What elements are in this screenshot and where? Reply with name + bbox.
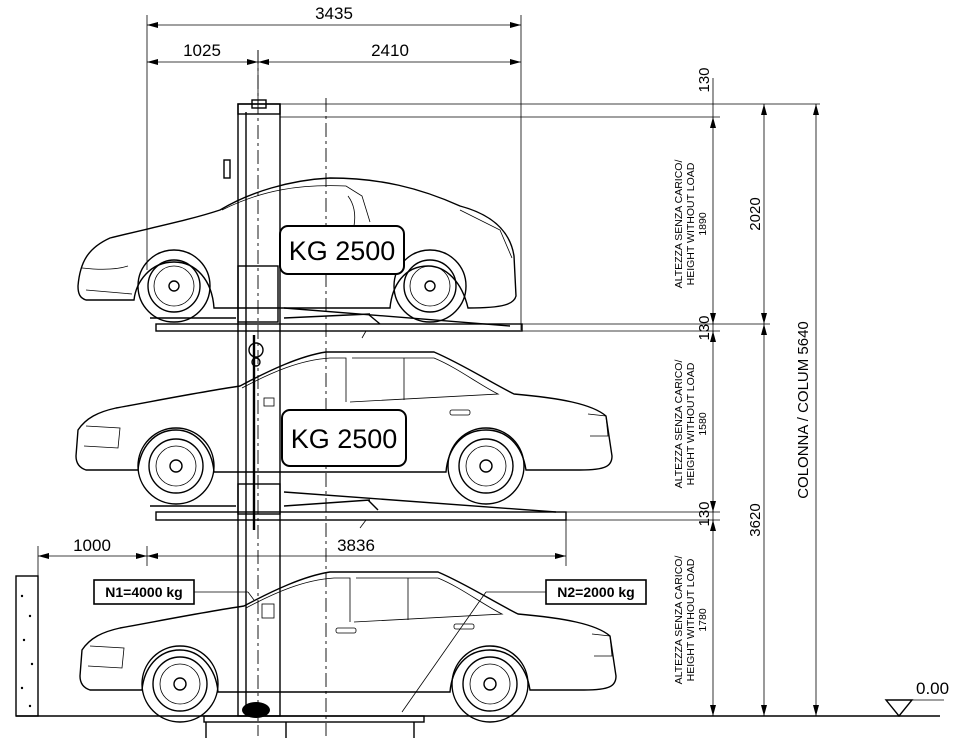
ground-level-label: 0.00 <box>916 679 949 698</box>
middle-car <box>75 351 613 505</box>
wall <box>15 546 39 717</box>
reference-lines <box>280 103 820 521</box>
dim-overall-width: 3435 <box>315 4 353 23</box>
upper-platform <box>150 265 523 339</box>
upper-capacity-label: KG 2500 <box>289 236 396 266</box>
lower-dimensions: 1000 3836 <box>38 520 567 566</box>
dim-platform-length: 3836 <box>337 536 375 555</box>
dim-upper-level-height: 2020 <box>747 197 764 230</box>
dim-right-span: 2410 <box>371 41 409 60</box>
column-height-dim: COLONNA / COLUM 5640 <box>795 104 819 716</box>
level-3-value: 1780 <box>697 608 709 632</box>
level-2-value: 1580 <box>697 412 709 436</box>
level-1-label-it: ALTEZZA SENZA CARICO/ <box>673 160 685 289</box>
section-dims: 2020 3620 <box>747 104 767 716</box>
dim-left-offset: 1025 <box>183 41 221 60</box>
middle-capacity-box <box>281 409 407 467</box>
dim-wall-distance: 1000 <box>73 536 111 555</box>
dim-middle-gap: 130 <box>696 501 713 526</box>
dim-top-gap: 130 <box>696 67 713 92</box>
top-dimensions: 3435 1025 2410 <box>146 4 522 330</box>
dim-column-height: COLONNA / COLUM 5640 <box>795 321 812 499</box>
level-1-label-en: HEIGHT WITHOUT LOAD <box>685 162 697 285</box>
ground-level-marker: 0.00 <box>884 679 949 718</box>
level-1-height: ALTEZZA SENZA CARICO/ HEIGHT WITHOUT LOA… <box>673 160 709 289</box>
load-n2-label: N2=2000 kg <box>557 584 634 600</box>
lift-column <box>203 50 425 738</box>
dim-upper-gap: 130 <box>696 315 713 340</box>
level-2-height: ALTEZZA SENZA CARICO/ HEIGHT WITHOUT LOA… <box>673 360 709 489</box>
upper-capacity-box <box>279 225 405 275</box>
level-1-value: 1890 <box>697 212 709 236</box>
gap-dimensions: 130 130 130 <box>696 67 714 528</box>
level-3-label-it: ALTEZZA SENZA CARICO/ <box>673 556 685 685</box>
middle-capacity-label: KG 2500 <box>291 424 398 454</box>
load-n1: N1=4000 kg <box>93 579 255 605</box>
level-3-label-en: HEIGHT WITHOUT LOAD <box>685 558 697 681</box>
level-2-label-en: HEIGHT WITHOUT LOAD <box>685 362 697 485</box>
load-n2: N2=2000 kg <box>401 579 647 713</box>
middle-platform <box>150 483 567 529</box>
level-2-label-it: ALTEZZA SENZA CARICO/ <box>673 360 685 489</box>
lower-car <box>79 571 617 723</box>
level-height-dims <box>710 117 716 716</box>
level-3-height: ALTEZZA SENZA CARICO/ HEIGHT WITHOUT LOA… <box>673 556 709 685</box>
upper-car <box>77 177 517 323</box>
dim-lower-levels-height: 3620 <box>747 503 764 536</box>
load-n1-label: N1=4000 kg <box>105 584 182 600</box>
